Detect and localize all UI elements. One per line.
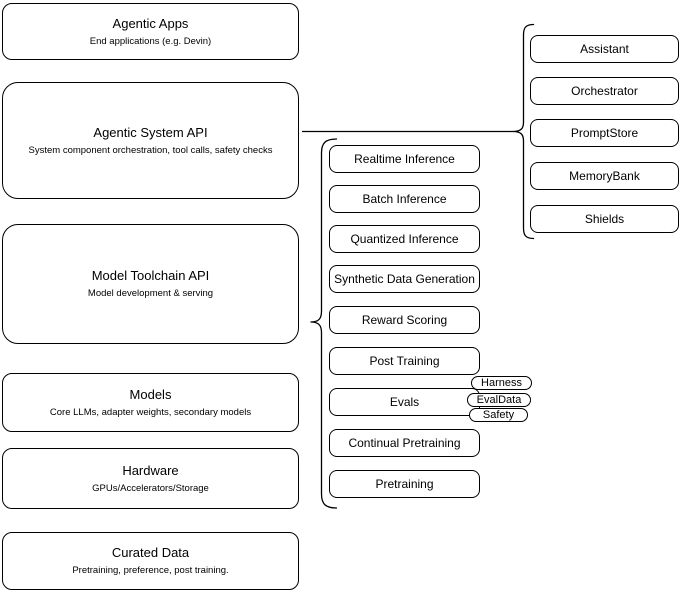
node-agentic-apps: Agentic Apps End applications (e.g. Devi… <box>2 3 299 60</box>
node-label: PromptStore <box>570 126 639 140</box>
node-orchestrator: Orchestrator <box>530 77 679 105</box>
node-post-training: Post Training <box>329 347 480 375</box>
node-models: Models Core LLMs, adapter weights, secon… <box>2 373 299 432</box>
node-model-toolchain-api: Model Toolchain API Model development & … <box>2 224 299 344</box>
node-batch-inference: Batch Inference <box>329 185 480 213</box>
node-label: MemoryBank <box>569 169 640 183</box>
node-label: Shields <box>584 212 625 226</box>
node-label: Evals <box>389 395 420 409</box>
node-title: Curated Data <box>111 545 190 560</box>
node-pretraining: Pretraining <box>329 470 480 498</box>
tag-safety: Safety <box>469 408 528 422</box>
node-evals: Evals <box>329 388 480 416</box>
node-quantized-inference: Quantized Inference <box>329 225 480 253</box>
node-subtitle: Core LLMs, adapter weights, secondary mo… <box>49 406 252 418</box>
node-subtitle: GPUs/Accelerators/Storage <box>92 482 209 494</box>
node-subtitle: Pretraining, preference, post training. <box>72 565 229 576</box>
node-synthetic-data-generation: Synthetic Data Generation <box>329 265 480 293</box>
node-label: Assistant <box>580 42 629 56</box>
node-label: Reward Scoring <box>361 313 448 327</box>
node-title: Models <box>129 386 172 402</box>
node-subtitle: End applications (e.g. Devin) <box>89 35 212 47</box>
node-label: Orchestrator <box>571 84 638 98</box>
node-label: Post Training <box>369 354 440 368</box>
node-label: Pretraining <box>375 477 434 491</box>
node-title: Agentic Apps <box>112 15 189 31</box>
tag-evaldata: EvalData <box>467 393 531 407</box>
node-memorybank: MemoryBank <box>530 162 679 190</box>
node-title: Hardware <box>122 462 179 478</box>
node-label: Quantized Inference <box>350 232 459 246</box>
node-reward-scoring: Reward Scoring <box>329 306 480 334</box>
node-curated-data: Curated Data Pretraining, preference, po… <box>2 532 299 590</box>
node-label: Continual Pretraining <box>348 436 461 450</box>
node-label: Synthetic Data Generation <box>334 272 475 286</box>
node-title: Model Toolchain API <box>91 268 210 283</box>
node-assistant: Assistant <box>530 35 679 63</box>
node-shields: Shields <box>530 205 679 233</box>
node-promptstore: PromptStore <box>530 119 679 147</box>
tag-label: Harness <box>481 377 522 389</box>
node-subtitle: System component orchestration, tool cal… <box>28 144 273 156</box>
node-hardware: Hardware GPUs/Accelerators/Storage <box>2 448 299 509</box>
tag-harness: Harness <box>471 376 532 390</box>
node-label: Realtime Inference <box>354 152 455 166</box>
node-agentic-system-api: Agentic System API System component orch… <box>2 82 299 199</box>
node-label: Batch Inference <box>362 192 447 206</box>
node-title: Agentic System API <box>93 124 208 140</box>
node-continual-pretraining: Continual Pretraining <box>329 429 480 457</box>
node-realtime-inference: Realtime Inference <box>329 145 480 173</box>
tag-label: EvalData <box>476 394 522 406</box>
node-subtitle: Model development & serving <box>87 288 214 299</box>
tag-label: Safety <box>482 409 515 421</box>
